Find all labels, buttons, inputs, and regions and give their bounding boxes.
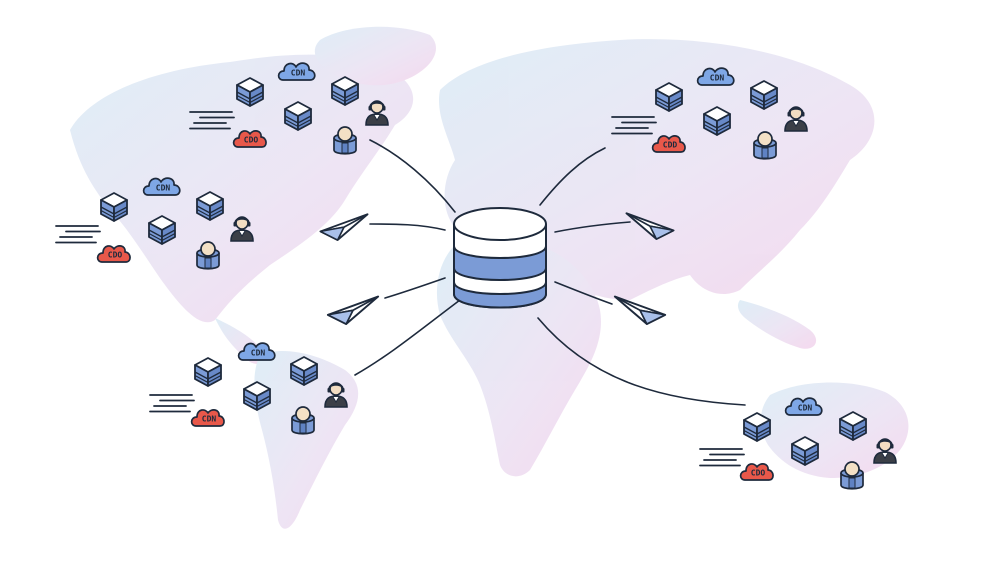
south-america-shape [254, 350, 359, 529]
server-cube-icon [196, 191, 224, 221]
server-cube-icon [236, 77, 264, 107]
cdn-cloud: CDN [277, 62, 316, 81]
connector-asia [539, 147, 606, 206]
cdn-cloud: CDN [142, 177, 181, 196]
server-cube-icon [839, 411, 867, 441]
cdn-cloud-label: CDN [291, 69, 306, 78]
north-america-shape [70, 54, 414, 323]
cdn-cloud: CDN [237, 342, 276, 361]
cdn-red-cloud: CDN [190, 409, 225, 427]
server-cube-icon [243, 381, 271, 411]
cdn-red-cloud-label: CDN [202, 415, 217, 424]
server-cube-icon [331, 76, 359, 106]
cluster-south-america: CDN CDN [149, 342, 348, 435]
southeast-asia-shape [737, 300, 817, 349]
connector-south-america [354, 299, 461, 376]
cdn-red-cloud-label: CDO [751, 469, 766, 478]
server-cube-icon [743, 412, 771, 442]
server-cube-icon [194, 357, 222, 387]
speed-lines-icon [55, 225, 101, 244]
server-cube-icon [703, 106, 731, 136]
cdn-cloud-label: CDN [798, 404, 813, 413]
cdn-red-cloud: CDD [651, 135, 686, 153]
cluster-north-america-east: CDN CDO [189, 62, 389, 155]
server-cube-icon [148, 215, 176, 245]
paper-plane-icon [613, 295, 667, 325]
server-cube-icon [284, 101, 312, 131]
cdn-cloud-label: CDN [251, 349, 266, 358]
cluster-oceania: CDN CDO [699, 397, 897, 490]
cdn-red-cloud-label: CDD [663, 141, 678, 150]
server-cube-icon [100, 192, 128, 222]
cluster-asia: CDN CDD [611, 67, 808, 160]
connector-lines [354, 139, 746, 406]
connector-southeast-plane [554, 281, 613, 305]
connector-oceania [537, 317, 746, 406]
connector-southwest-plane [384, 277, 446, 299]
cdn-red-cloud: CDO [232, 130, 267, 148]
speed-lines-icon [699, 448, 745, 467]
cdn-red-cloud-label: CDO [244, 136, 259, 145]
connector-north-america [369, 139, 456, 213]
cdn-cloud-label: CDN [156, 184, 171, 193]
cdn-red-cloud: CDO [739, 463, 774, 481]
database-icon [453, 207, 547, 309]
speed-lines-icon [149, 394, 195, 413]
server-cube-icon [655, 82, 683, 112]
server-cube-icon [791, 436, 819, 466]
cdn-red-cloud: CDO [96, 245, 131, 263]
cdn-cloud-label: CDN [710, 74, 725, 83]
server-cube-icon [290, 356, 318, 386]
paper-plane-icon [326, 295, 380, 325]
server-cube-icon [750, 80, 778, 110]
cluster-north-america-west: CDN CDO [55, 177, 254, 270]
greenland-shape [314, 26, 436, 86]
cdn-red-cloud-label: CDO [108, 251, 123, 260]
cdn-cloud: CDN [696, 67, 735, 86]
connector-east-plane [554, 221, 631, 233]
connector-west-plane [369, 223, 446, 231]
cdn-cloud: CDN [784, 397, 823, 416]
